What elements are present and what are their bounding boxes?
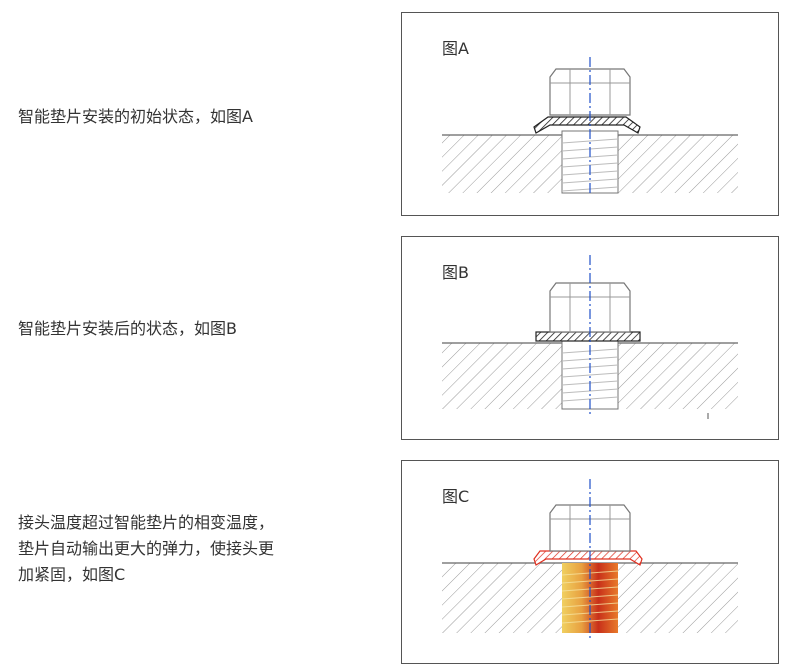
figure-c-label: 图C [442,487,470,506]
figure-b-label: 图B [442,263,469,282]
figure-c-panel: 图C [401,460,779,664]
step-c-description: 接头温度超过智能垫片的相变温度， 垫片自动输出更大的弹力，使接头更 加紧固，如图… [18,513,275,584]
figure-a-panel: 图A [401,12,779,216]
step-a-description: 智能垫片安装的初始状态，如图A [18,107,253,126]
step-b-description: 智能垫片安装后的状态，如图B [18,319,237,338]
figure-b-drawing [442,255,738,419]
figure-c-drawing [442,479,738,639]
figure-a-drawing [442,57,738,195]
figure-b-panel: 图B [401,236,779,440]
figure-a-label: 图A [442,39,469,58]
washer-flat [535,331,641,342]
hex-head [549,282,631,333]
washer-conical [533,116,641,134]
